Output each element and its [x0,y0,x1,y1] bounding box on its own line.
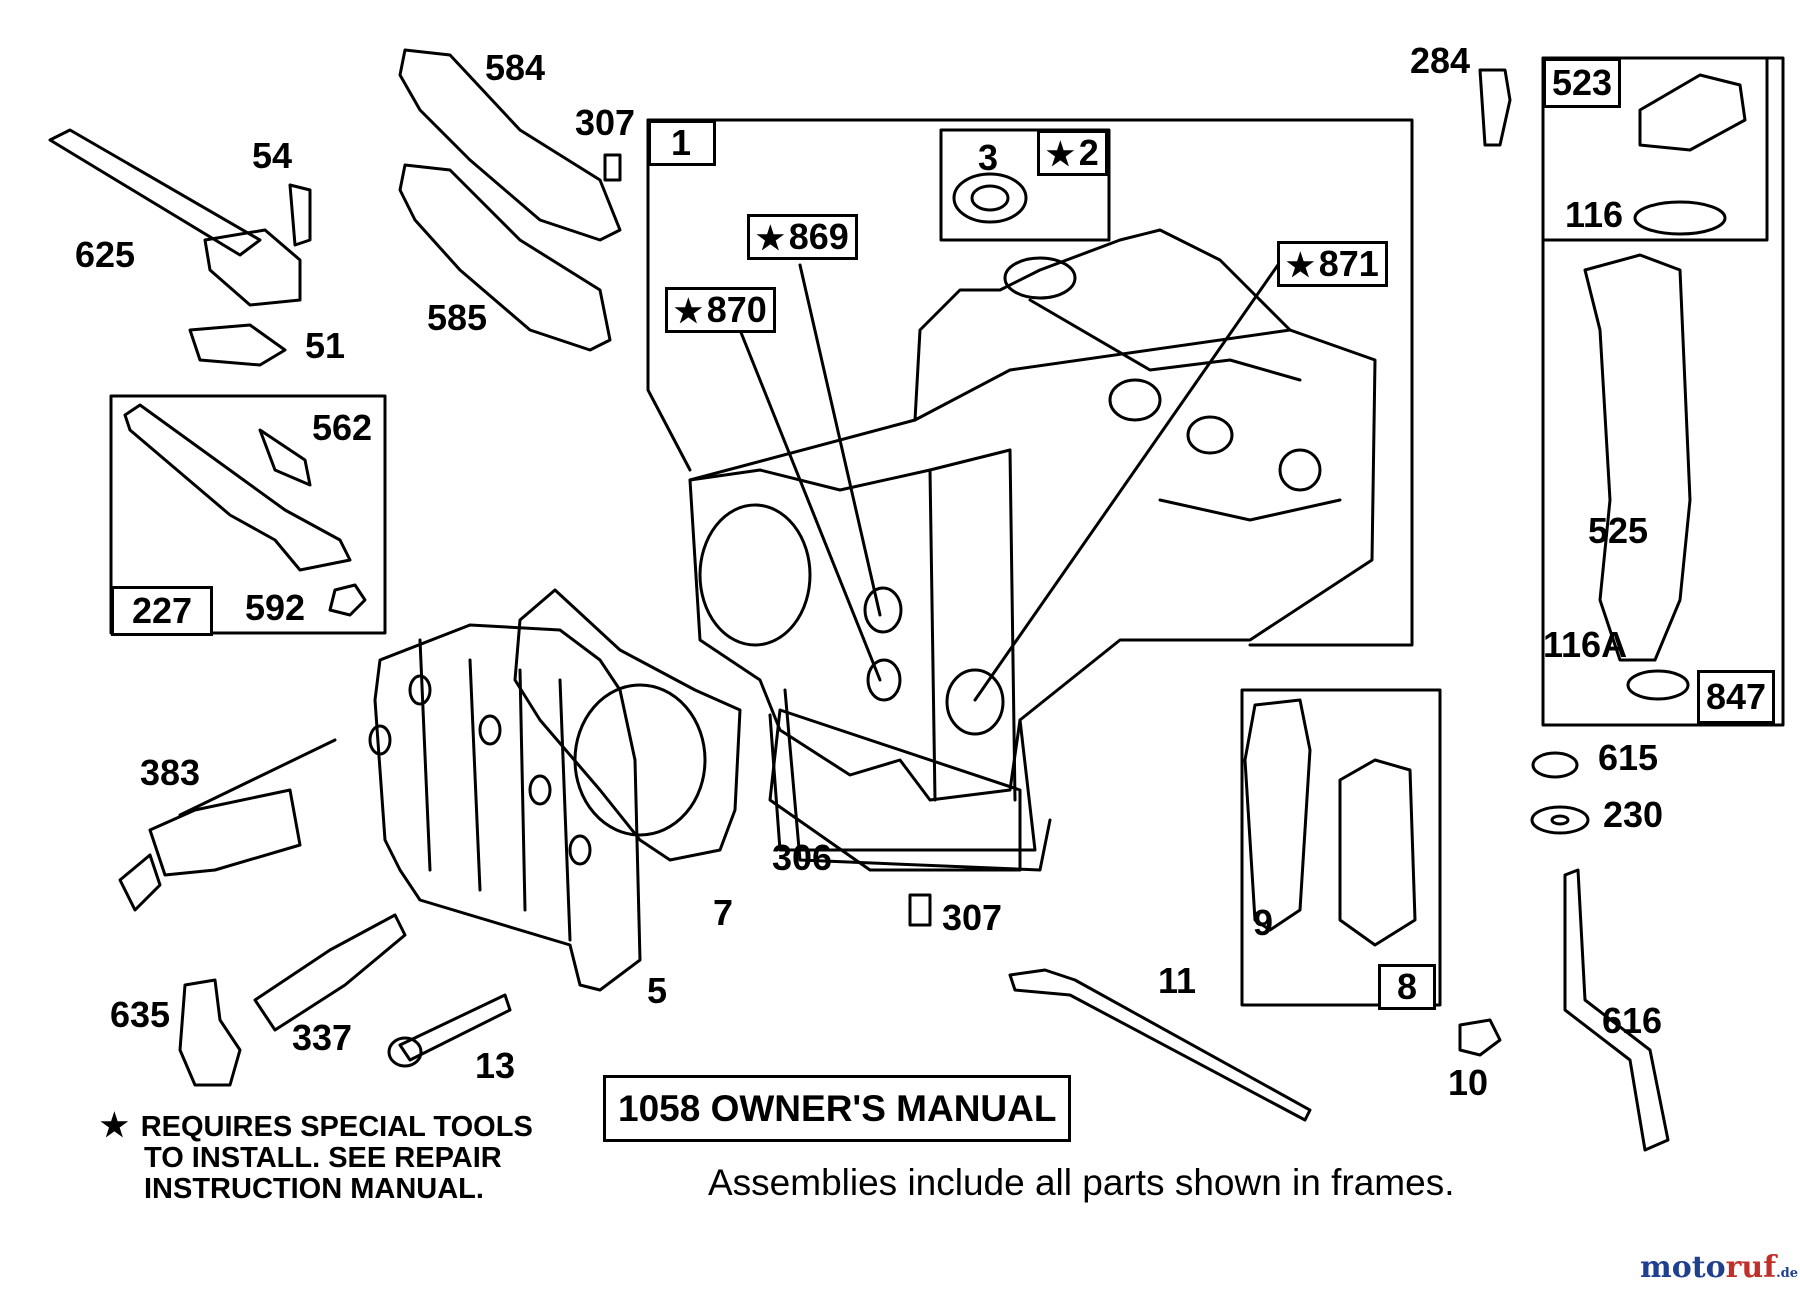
callout-523: 523 [1543,58,1622,108]
callout-8: 8 [1378,964,1437,1010]
watermark-logo: motoruf.de [1640,1253,1798,1283]
star-icon: ★ [1286,247,1315,283]
callout-10: 10 [1448,1062,1489,1103]
callout-307: 307 [575,102,636,143]
callout-51: 51 [305,325,346,366]
callout-625: 625 [75,234,136,275]
star-icon: ★ [674,293,703,329]
callout-2: ★2 [1037,130,1108,176]
callout-562: 562 [312,407,373,448]
owners-manual-box: 1058 OWNER'S MANUAL [603,1075,1072,1142]
frame-227 [109,394,387,635]
cap-523 [1638,73,1747,152]
callout-337: 337 [292,1017,353,1058]
callout-615: 615 [1598,737,1659,778]
gasket-9 [1243,698,1312,932]
callout-3: 3 [978,137,999,178]
logo-part-a: moto [1640,1250,1726,1285]
callout-116: 116 [1565,194,1624,235]
nut-615 [1531,751,1579,779]
callout-592: 592 [245,587,306,628]
bracket-227 [123,403,352,572]
star-icon: ★ [100,1107,129,1143]
assemblies-caption: Assemblies include all parts shown in fr… [708,1162,1455,1203]
callout-383: 383 [140,752,201,793]
callout-306: 306 [772,837,833,878]
callout-869: ★869 [747,214,858,260]
bolt-284 [1478,68,1512,147]
tool-383 [118,738,337,912]
screw-10 [1458,1018,1502,1057]
tube-525 [1583,253,1692,662]
frame-847 [1541,56,1785,727]
callout-7: 7 [713,892,734,933]
lever-616 [1563,868,1670,1152]
leader-870 [738,328,882,682]
callout-284: 284 [1410,40,1471,81]
callout-585: 585 [427,297,488,338]
callout-54: 54 [252,135,293,176]
cover-8 [1338,758,1417,947]
special-tools-note: ★REQUIRES SPECIAL TOOLS TO INSTALL. SEE … [100,1107,533,1205]
logo-part-b: ruf [1725,1250,1777,1285]
callout-525: 525 [1588,510,1649,551]
callout-230: 230 [1603,794,1664,835]
callout-870: ★870 [665,287,776,333]
callout-616: 616 [1602,1000,1663,1041]
base-gasket [768,708,1022,872]
callout-1: 1 [648,120,717,166]
cylinder-head [368,623,642,992]
frame-1 [646,118,1414,647]
screw-54 [288,183,312,247]
gasket-51 [188,323,287,367]
callout-9: 9 [1253,902,1274,943]
head-gasket [513,588,742,862]
boot-635 [178,978,242,1087]
logo-tld: .de [1776,1266,1799,1281]
callout-116a: 116A [1543,624,1628,665]
seal-part [952,172,1028,224]
gasket-585 [398,163,612,352]
bolt-13 [398,993,512,1062]
washer-230 [1530,805,1590,835]
callout-13: 13 [475,1045,516,1086]
star-icon: ★ [1046,136,1075,172]
callout-5: 5 [647,970,668,1011]
callout-635: 635 [110,994,171,1035]
spark-plug [253,913,407,1032]
callout-871: ★871 [1277,241,1388,287]
callout-847: 847 [1697,670,1776,724]
callout-584: 584 [485,47,546,88]
rod-11 [1008,968,1312,1122]
callout-11: 11 [1158,960,1197,1001]
star-icon: ★ [756,220,785,256]
callout-307b: 307 [942,897,1003,938]
callout-227: 227 [111,586,214,636]
leader-871 [973,260,1282,702]
crankcase-block [688,228,1377,872]
gasket-584 [398,48,622,242]
frame-8 [1240,688,1442,1007]
screw-307b [908,893,932,927]
screw-307a [603,153,622,182]
breather-tube [48,128,302,307]
frame-2 [939,128,1111,242]
